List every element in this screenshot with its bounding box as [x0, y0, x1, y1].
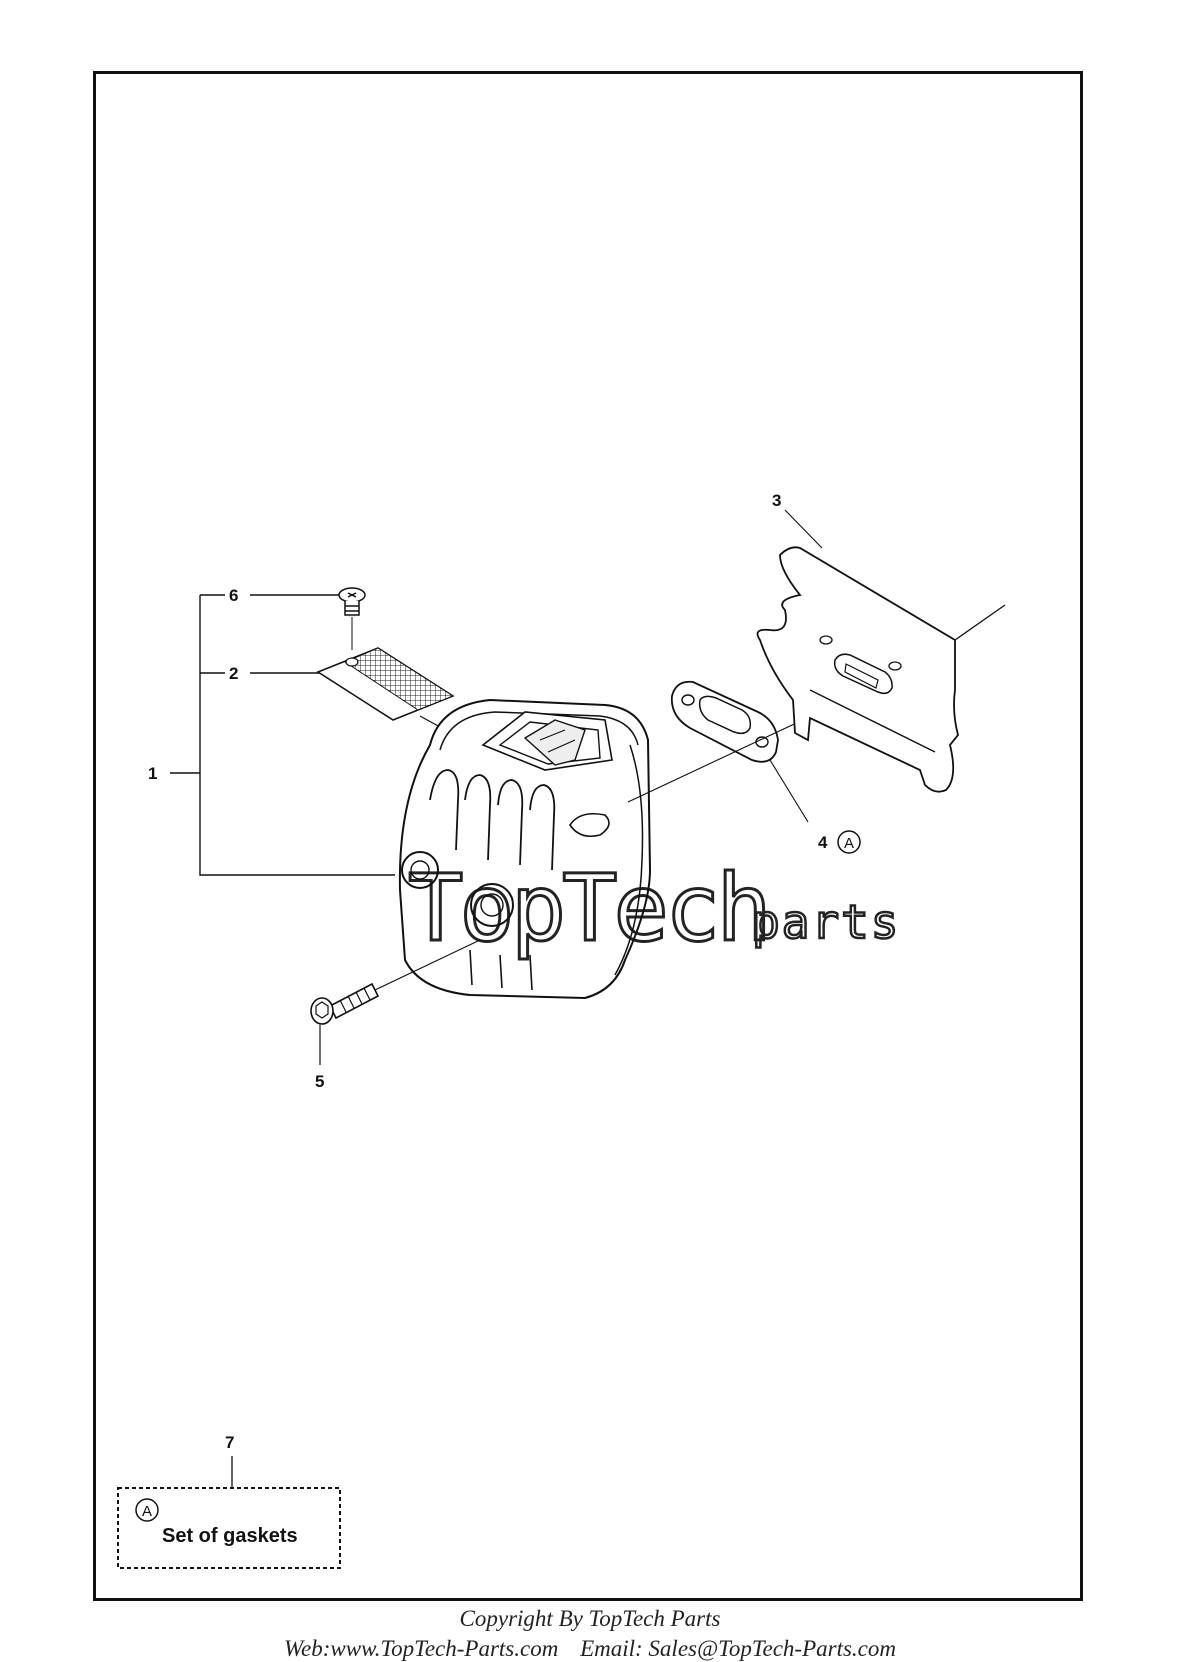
- gasket-marker-badge: A: [837, 830, 861, 854]
- legend-marker-letter: A: [142, 1503, 152, 1520]
- callout-2: 2: [229, 664, 238, 683]
- callout-6: 6: [229, 586, 238, 605]
- heat-shield-part-3: [756, 509, 1006, 793]
- footer-web: Web:www.TopTech-Parts.com: [284, 1636, 559, 1661]
- callout-7: 7: [225, 1433, 234, 1452]
- callout-5: 5: [315, 1072, 324, 1091]
- spark-screen-part-2: [316, 647, 501, 761]
- group-bracket: [170, 594, 395, 876]
- footer-contact: Web:www.TopTech-Parts.com Email: Sales@T…: [0, 1636, 1180, 1662]
- watermark: TopTech parts: [407, 854, 900, 964]
- footer-email: Email: Sales@TopTech-Parts.com: [580, 1636, 896, 1661]
- muffler-part-1: [398, 698, 652, 1000]
- watermark-suffix: parts: [752, 895, 900, 949]
- screw-part-6: [338, 587, 366, 650]
- gasket-marker-letter: A: [844, 835, 854, 852]
- callout-3: 3: [772, 491, 781, 510]
- watermark-brand: TopTech: [408, 855, 768, 962]
- drawing-frame: [93, 71, 1083, 1601]
- footer-copyright: Copyright By TopTech Parts: [459, 1606, 721, 1631]
- gasket-part-4: [627, 679, 889, 823]
- legend-box: A Set of gaskets: [117, 1487, 341, 1569]
- callout-1: 1: [148, 764, 157, 783]
- callout-4: 4: [818, 833, 828, 852]
- bolt-part-5: [310, 939, 481, 1065]
- legend-text: Set of gaskets: [162, 1525, 298, 1547]
